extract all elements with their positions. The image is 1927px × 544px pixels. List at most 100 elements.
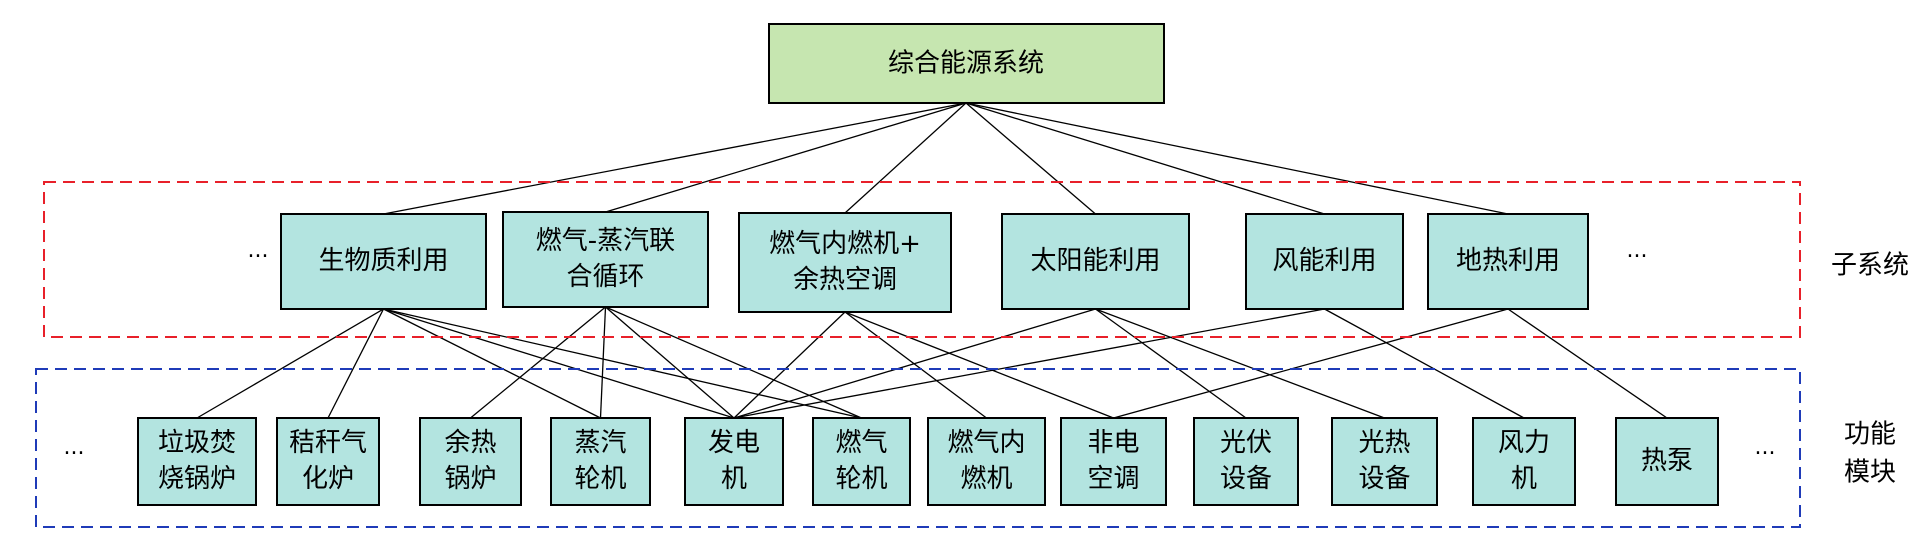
module-box xyxy=(1193,417,1299,506)
subsystem-label: 风能利用 xyxy=(1272,246,1376,276)
module-hp: 热泵 xyxy=(1615,417,1719,506)
subsystem-label: 燃气-蒸汽联 xyxy=(536,226,675,256)
root-node: 综合能源系统 xyxy=(768,23,1165,104)
module-ellipsis-right: ... xyxy=(1755,435,1776,460)
biomass-to-garbage-line xyxy=(196,308,384,419)
module-label: 机 xyxy=(1511,464,1537,494)
subsystem-box xyxy=(1245,213,1404,310)
gas_steam-to-steam_t-line xyxy=(599,306,607,419)
module-wind_t: 风力机 xyxy=(1472,417,1576,506)
ice_heat-to-gas_ice-line xyxy=(844,311,987,419)
module-label: 垃圾焚 xyxy=(158,428,236,458)
module-label: 轮机 xyxy=(835,464,887,494)
module-box xyxy=(1060,417,1167,506)
root-to-wind-line xyxy=(965,102,1325,215)
module-box xyxy=(1615,417,1719,506)
subsystem-label: 合循环 xyxy=(566,262,644,292)
module-box xyxy=(1331,417,1438,506)
module-group-label-line2: 模块 xyxy=(1844,458,1896,488)
module-label: 发电 xyxy=(708,428,760,458)
module-label: 设备 xyxy=(1358,464,1410,494)
subsystem-box xyxy=(502,211,709,308)
module-label: 设备 xyxy=(1220,464,1272,494)
module-label: 化炉 xyxy=(302,464,354,494)
module-label: 热泵 xyxy=(1641,446,1693,476)
root-label: 综合能源系统 xyxy=(888,49,1044,79)
module-label: 风力 xyxy=(1498,428,1550,458)
subsystem-label: 余热空调 xyxy=(793,265,897,295)
subsystem-label: 生物质利用 xyxy=(318,246,448,276)
module-label: 空调 xyxy=(1087,464,1139,494)
solar-to-solar_th-line xyxy=(1095,308,1385,419)
module-ellipsis-left: ... xyxy=(64,435,85,460)
module-label: 机 xyxy=(721,464,747,494)
root-to-gas_steam-line xyxy=(605,102,967,213)
module-gas_ice: 燃气内燃机 xyxy=(927,417,1046,506)
gas_steam-to-gen-line xyxy=(605,306,735,419)
biomass-to-straw-line xyxy=(327,308,385,419)
module-box xyxy=(550,417,651,506)
root-to-biomass-line xyxy=(383,102,967,215)
module-label: 光伏 xyxy=(1220,428,1272,458)
module-gen: 发电机 xyxy=(684,417,784,506)
wind-to-wind_t-line xyxy=(1324,308,1525,419)
module-label: 蒸汽 xyxy=(574,428,626,458)
subsystem-biomass: 生物质利用 xyxy=(280,213,487,310)
module-label: 燃气 xyxy=(835,428,887,458)
root-to-solar-line xyxy=(965,102,1096,215)
module-box xyxy=(927,417,1046,506)
module-group-frame xyxy=(35,368,1801,528)
subsystem-box xyxy=(280,213,487,310)
module-box xyxy=(276,417,380,506)
module-label: 燃机 xyxy=(960,464,1012,494)
subsystem-label: 地热利用 xyxy=(1456,246,1560,276)
root-connectors xyxy=(383,102,1509,215)
biomass-to-steam_t-line xyxy=(383,308,601,419)
module-label: 锅炉 xyxy=(444,464,496,494)
subsystem-box xyxy=(1001,213,1190,310)
module-group-label-line1: 功能 xyxy=(1844,420,1896,450)
subsystem-module-connectors xyxy=(196,306,1668,419)
module-label: 烧锅炉 xyxy=(158,464,236,494)
ice_heat-to-nonelec-line xyxy=(844,311,1114,419)
gas_steam-to-whb-line xyxy=(470,306,606,419)
geo-to-nonelec-line xyxy=(1113,308,1509,419)
wind-to-gen-line xyxy=(733,308,1325,419)
module-label: 光热 xyxy=(1358,428,1410,458)
module-box xyxy=(419,417,522,506)
solar-to-gen-line xyxy=(733,308,1096,419)
subsystem-box xyxy=(738,212,952,313)
subsystem-wind: 风能利用 xyxy=(1245,213,1404,310)
subsystem-group-label: 子系统 xyxy=(1831,251,1909,281)
subsystem-group-frame xyxy=(43,181,1801,338)
module-box xyxy=(1472,417,1576,506)
subsystem-geo: 地热利用 xyxy=(1427,213,1589,310)
module-box xyxy=(684,417,784,506)
module-label: 燃气内 xyxy=(947,428,1025,458)
module-label: 余热 xyxy=(444,428,496,458)
root-to-geo-line xyxy=(965,102,1509,215)
subsystem-box xyxy=(1427,213,1589,310)
solar-to-pv-line xyxy=(1095,308,1247,419)
biomass-to-gas_t-line xyxy=(383,308,862,419)
subsystem-label: 太阳能利用 xyxy=(1030,246,1160,276)
subsystem-label: 燃气内燃机+ xyxy=(769,229,921,259)
module-box xyxy=(137,417,257,506)
module-nodes: 垃圾焚烧锅炉秸秆气化炉余热锅炉蒸汽轮机发电机燃气轮机燃气内燃机非电空调光伏设备光… xyxy=(137,417,1719,506)
geo-to-hp-line xyxy=(1507,308,1668,419)
subsystem-ellipsis-left: ... xyxy=(248,238,269,263)
subsystem-ellipsis-right: ... xyxy=(1627,238,1648,263)
biomass-to-gen-line xyxy=(383,308,735,419)
root-to-ice_heat-line xyxy=(844,102,967,214)
